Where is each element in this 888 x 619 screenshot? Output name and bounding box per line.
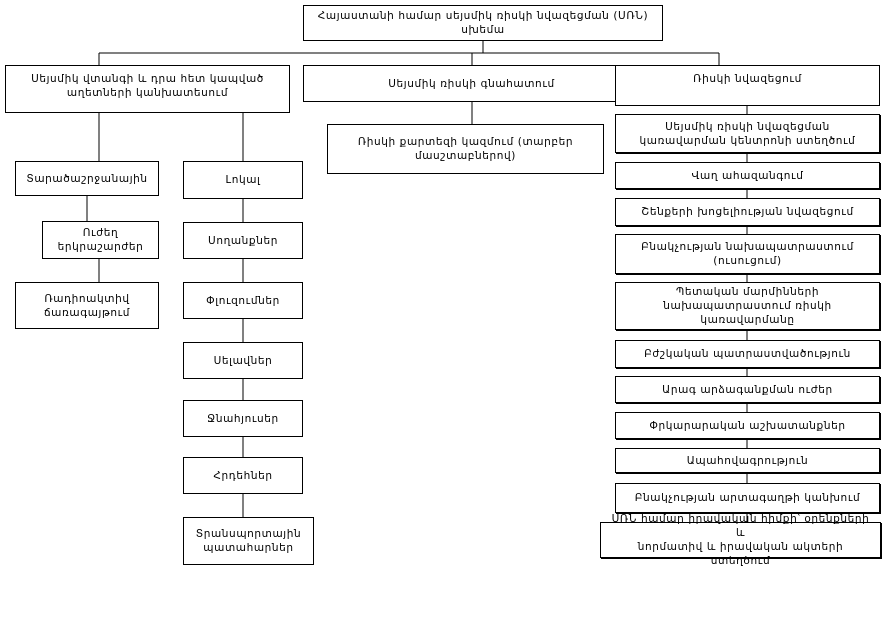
reduction-item-node: Վաղ ահազանգում bbox=[615, 162, 880, 189]
reduction-item-node: Բնակչության նախապատրաստում (ուսուցում) bbox=[615, 234, 880, 274]
reduction-item-node: Փրկարարական աշխատանքներ bbox=[615, 412, 880, 439]
branch-risk-reduction: Ռիսկի նվազեցում bbox=[615, 65, 880, 106]
reduction-item-node: Սեյսմիկ ռիսկի նվազեցման կառավարման կենտր… bbox=[615, 114, 880, 153]
hazard-local-node: Սելավներ bbox=[183, 342, 303, 379]
hazard-regional-node: Տարածաշրջանային bbox=[15, 161, 159, 196]
hazard-regional-node: Ուժեղ երկրաշարժեր bbox=[42, 221, 159, 259]
hazard-local-node: Տրանսպորտային պատահարներ bbox=[183, 517, 314, 565]
reduction-item-node: Բնակչության արտագաղթի կանխում bbox=[615, 483, 880, 513]
hazard-local-node: Լոկալ bbox=[183, 161, 303, 199]
branch-risk-assessment: Սեյսմիկ ռիսկի գնահատում bbox=[303, 65, 640, 102]
hazard-local-node: Հրդեհներ bbox=[183, 457, 303, 494]
hazard-local-node: Ջնահյուսեր bbox=[183, 400, 303, 437]
title-box: Հայաստանի համար սեյսմիկ ռիսկի նվազեցման … bbox=[303, 5, 663, 41]
reduction-item-node: Արագ արձագանքման ուժեր bbox=[615, 376, 880, 403]
hazard-local-node: Փլուզումներ bbox=[183, 282, 303, 319]
hazard-local-node: Սողանքներ bbox=[183, 222, 303, 259]
reduction-item-node: Պետական մարմինների նախապատրաստում ռիսկի … bbox=[615, 282, 880, 330]
hazard-regional-node: Ռադիոակտիվ ճառագայթում bbox=[15, 282, 159, 329]
reduction-item-node: Բժշկական պատրաստվածություն bbox=[615, 340, 880, 368]
reduction-item-node: Շենքերի խոցելիության նվազեցում bbox=[615, 198, 880, 226]
reduction-item-node: ՍՌՆ համար իրավական հիմքի՝ օրենքների և նո… bbox=[600, 513, 881, 567]
assessment-risk-map-node: Ռիսկի քարտեզի կազմում (տարբեր մասշտաբներ… bbox=[327, 124, 604, 174]
reduction-item-node: Ապահովագրություն bbox=[615, 448, 880, 473]
branch-hazard-forecasting: Սեյսմիկ վտանգի և դրա հետ կապված աղետների… bbox=[5, 65, 290, 113]
